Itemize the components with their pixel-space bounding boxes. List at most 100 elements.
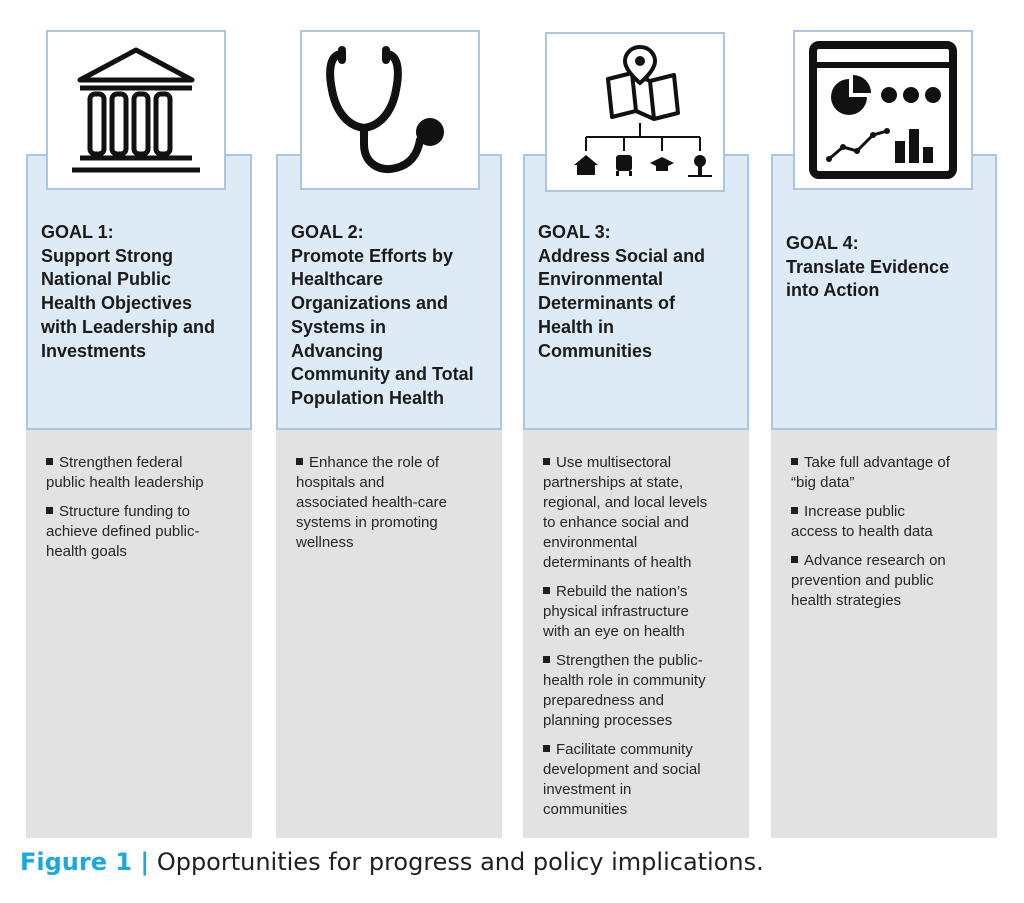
goal-1-title-line: National Public [41,269,172,290]
bullet-square-icon [46,458,53,465]
bullet-line: wellness [296,534,354,551]
goal-4-title-line: Translate Evidence [786,256,950,277]
goal-3-title-line: Health in [538,316,615,337]
bullet-item: Structure funding to achieve defined pub… [46,502,240,562]
bullet-line: planning processes [543,712,673,729]
goal-4-icon-box [793,30,973,190]
goal-2-title-line: Promote Efforts by [291,245,454,266]
goal-1-actions-panel [26,430,252,838]
goal-1-header-panel [26,154,252,430]
bullet-item: Rebuild the nation’s physical infrastruc… [543,582,737,642]
goal-column-1: GOAL 1: Support Strong National Public H… [26,0,252,840]
goal-2-bullet-list: Enhance the role of hospitals and associ… [296,453,490,562]
bullet-square-icon [791,556,798,563]
bullet-line: communities [543,801,628,818]
goal-4-title: GOAL 4: Translate Evidence into Action [786,232,987,303]
bullet-line: “big data” [791,474,855,491]
bullet-line: Enhance the role of [309,454,440,471]
data-dashboard-icon [809,41,957,179]
bullet-item: Use multisectoral partnerships at state,… [543,453,737,573]
bullet-line: Rebuild the nation’s [556,583,688,600]
bullet-square-icon [543,458,550,465]
stethoscope-icon [326,46,444,173]
goal-column-4: GOAL 4: Translate Evidence into Action T… [771,0,997,840]
goal-column-2: GOAL 2: Promote Efforts by Healthcare Or… [276,0,502,840]
goal-2-actions-panel [276,430,502,838]
bullet-square-icon [791,458,798,465]
bullet-square-icon [543,587,550,594]
goal-1-title-line: Health Objectives [41,293,193,314]
goal-2-title-line: Organizations and [291,293,449,314]
bullet-item: Advance research on prevention and publi… [791,551,985,611]
goal-3-title: GOAL 3: Address Social and Environmental… [538,221,739,363]
bullet-line: Use multisectoral [556,454,672,471]
goal-3-title-line: Determinants of [538,293,676,314]
goal-2-icon-box [300,30,480,190]
goal-3-icon-box [545,32,725,192]
goal-1-title-line: with Leadership and [41,316,216,337]
goal-2-title-line: Population Health [291,387,444,408]
bullet-item: Enhance the role of hospitals and associ… [296,453,490,553]
bullet-line: Take full advantage of [804,454,950,471]
goal-3-header-panel [523,154,749,430]
goal-3-title-line: Environmental [538,269,664,290]
bullet-item: Strengthen the public- health role in co… [543,651,737,731]
goal-3-title-line: Address Social and [538,245,706,266]
columns-building-icon [72,47,200,173]
goal-2-title-line: Community and Total [291,364,474,385]
bullet-square-icon [791,507,798,514]
bullet-line: with an eye on health [543,623,685,640]
goal-2-title-line: GOAL 2: [291,222,364,242]
goal-2-title: GOAL 2: Promote Efforts by Healthcare Or… [291,221,492,411]
goal-3-title-line: GOAL 3: [538,222,611,242]
bullet-line: hospitals and [296,474,385,491]
goal-2-title-line: Healthcare [291,269,384,290]
bullet-line: development and social [543,761,701,778]
bullet-line: to enhance social and [543,514,689,531]
bullet-item: Take full advantage of “big data” [791,453,985,493]
bullet-line: health role in community [543,672,706,689]
goal-1-title-line: Support Strong [41,245,173,266]
bullet-line: health strategies [791,592,902,609]
goal-4-title-line: into Action [786,280,880,301]
bullet-line: access to health data [791,523,933,540]
goal-1-title-line: GOAL 1: [41,222,114,242]
bullet-line: regional, and local levels [543,494,708,511]
goal-2-header-panel [276,154,502,430]
goal-3-bullet-list: Use multisectoral partnerships at state,… [543,453,737,829]
bullet-line: determinants of health [543,554,692,571]
goal-1-title: GOAL 1: Support Strong National Public H… [41,221,242,363]
figure-caption: Figure 1 | Opportunities for progress an… [20,848,764,876]
goal-column-3: GOAL 3: Address Social and Environmental… [523,0,749,840]
goal-4-title-line: GOAL 4: [786,233,859,253]
bullet-line: physical infrastructure [543,603,689,620]
goal-3-actions-panel [523,430,749,838]
bullet-line: preparedness and [543,692,664,709]
figure-label: Figure 1 | [20,848,150,876]
map-network-icon [574,44,712,177]
bullet-item: Facilitate community development and soc… [543,740,737,820]
bullet-line: environmental [543,534,638,551]
bullet-square-icon [296,458,303,465]
goal-1-icon-box [46,30,226,190]
bullet-line: Strengthen the public- [556,652,703,669]
bullet-line: public health leadership [46,474,204,491]
bullet-line: systems in promoting [296,514,438,531]
bullet-square-icon [46,507,53,514]
goal-2-title-line: Advancing [291,340,384,361]
bullet-line: Strengthen federal [59,454,183,471]
bullet-line: Advance research on [804,552,946,569]
goal-1-title-line: Investments [41,340,147,361]
bullet-line: Structure funding to [59,503,190,520]
bullet-line: Increase public [804,503,905,520]
figure-caption-text: Opportunities for progress and policy im… [149,848,764,876]
goal-4-bullet-list: Take full advantage of “big data” Increa… [791,453,985,620]
goal-1-bullet-list: Strengthen federal public health leaders… [46,453,240,571]
bullet-square-icon [543,745,550,752]
bullet-line: health goals [46,543,127,560]
bullet-item: Increase public access to health data [791,502,985,542]
bullet-line: investment in [543,781,632,798]
bullet-item: Strengthen federal public health leaders… [46,453,240,493]
bullet-line: Facilitate community [556,741,693,758]
goal-3-title-line: Communities [538,340,653,361]
